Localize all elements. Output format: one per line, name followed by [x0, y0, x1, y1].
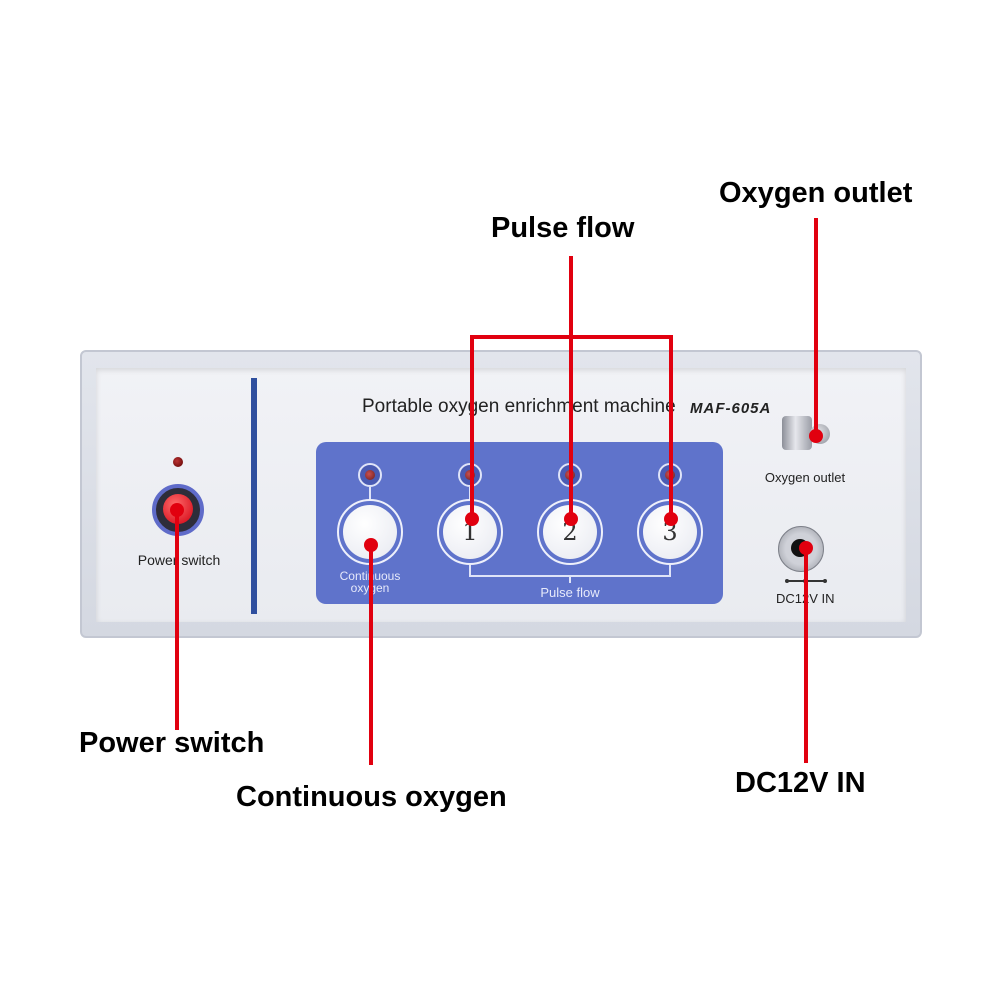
- callout-oxygen-outlet: Oxygen outlet: [719, 177, 913, 209]
- callout-dc-in: DC12V IN: [735, 767, 866, 799]
- callout-line-oxygen-outlet: [814, 218, 818, 436]
- callout-power-switch: Power switch: [79, 727, 265, 759]
- power-switch-label: Power switch: [137, 552, 221, 568]
- pulse-bracket-stem: [569, 575, 571, 583]
- callout-continuous-oxygen: Continuous oxygen: [236, 781, 507, 813]
- callout-line-pulse-bar: [470, 335, 673, 339]
- callout-dot-pulse-3: [664, 512, 678, 526]
- pulse-3-button[interactable]: 3: [643, 505, 697, 559]
- callout-line-continuous-oxygen: [369, 545, 373, 765]
- device-title: Portable oxygen enrichment machine: [362, 396, 676, 417]
- pulse-1-button[interactable]: 1: [443, 505, 497, 559]
- dc-in-label: DC12V IN: [776, 591, 835, 606]
- pulse-bracket-right: [669, 565, 671, 575]
- callout-dot-pulse-1: [465, 512, 479, 526]
- callout-line-pulse-3: [669, 335, 673, 519]
- callout-line-pulse-1: [470, 335, 474, 519]
- continuous-led: [365, 470, 375, 480]
- oxygen-outlet-nut: [782, 416, 812, 450]
- continuous-led-ring: [358, 463, 382, 487]
- callout-line-dc-in: [804, 548, 808, 763]
- pulse-flow-panel-label: Pulse flow: [540, 585, 600, 600]
- device-model: MAF-605A: [690, 400, 772, 417]
- dc-polarity-dot: [785, 579, 789, 583]
- power-indicator-led: [173, 457, 183, 467]
- led-connector: [369, 487, 371, 499]
- panel-divider: [251, 378, 257, 614]
- oxygen-outlet-label: Oxygen outlet: [764, 470, 846, 485]
- callout-pulse-flow: Pulse flow: [491, 212, 635, 244]
- callout-dot-oxygen-outlet: [809, 429, 823, 443]
- dc-polarity-dot: [823, 579, 827, 583]
- callout-dot-pulse-2: [564, 512, 578, 526]
- callout-line-pulse-flow: [569, 256, 573, 519]
- callout-line-power-switch: [175, 510, 179, 730]
- pulse-bracket-left: [469, 565, 471, 575]
